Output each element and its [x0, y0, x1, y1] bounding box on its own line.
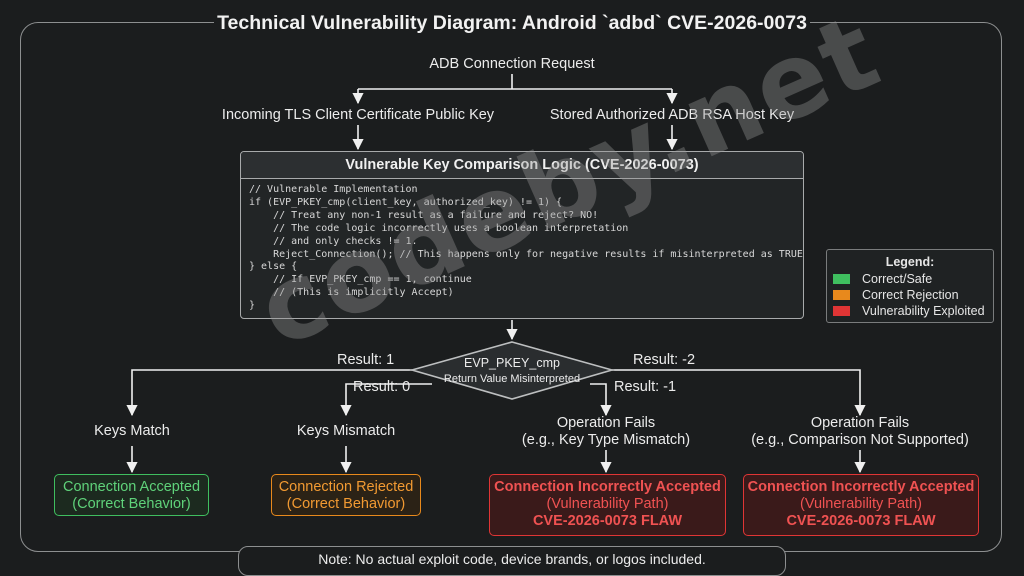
decision-line-1: EVP_PKEY_cmp	[464, 356, 560, 370]
operation-fails-2-title: Operation Fails	[810, 415, 910, 431]
diagram-title: Technical Vulnerability Diagram: Android…	[214, 8, 810, 38]
operation-fails-1-detail: (e.g., Key Type Mismatch)	[521, 432, 691, 448]
legend-item-rejection: Correct Rejection	[833, 287, 993, 303]
outcome-flaw-1-title: Connection Incorrectly Accepted	[494, 479, 721, 495]
legend-swatch-green	[833, 274, 850, 284]
outcome-flaw-2-title: Connection Incorrectly Accepted	[747, 479, 975, 495]
legend-label: Correct Rejection	[862, 288, 959, 302]
code-line: // Vulnerable Implementation	[249, 184, 418, 195]
outcome-flaw-1-path: (Vulnerability Path)	[546, 496, 669, 512]
outcome-accepted-title: Connection Accepted	[62, 479, 201, 495]
host-key-label: Stored Authorized ADB RSA Host Key	[549, 107, 795, 123]
decision-diamond	[409, 341, 615, 400]
vulnerable-logic-box: Vulnerable Key Comparison Logic (CVE-202…	[240, 151, 804, 319]
outcome-flaw-box-1: Connection Incorrectly Accepted (Vulnera…	[489, 474, 726, 536]
branch-result-0	[340, 383, 432, 417]
legend-item-safe: Correct/Safe	[833, 271, 993, 287]
operation-fails-1: Operation Fails (e.g., Key Type Mismatch…	[486, 415, 726, 449]
code-line: // If EVP_PKEY_cmp == 1, continue	[249, 274, 472, 286]
code-box-heading: Vulnerable Key Comparison Logic (CVE-202…	[241, 152, 803, 179]
result-minus2-label: Result: -2	[633, 352, 696, 368]
outcome-rejected-box: Connection Rejected (Correct Behavior)	[271, 474, 421, 516]
outcome-rejected-note: (Correct Behavior)	[286, 496, 406, 512]
code-line: if (EVP_PKEY_cmp(client_key, authorized_…	[249, 196, 563, 208]
branch-result-minus2	[612, 369, 866, 417]
branch-result-1	[126, 369, 412, 417]
connection-request-label: ADB Connection Request	[429, 56, 595, 72]
legend-title: Legend:	[885, 255, 935, 269]
client-key-label: Incoming TLS Client Certificate Public K…	[221, 107, 495, 123]
operation-fails-2: Operation Fails (e.g., Comparison Not Su…	[730, 415, 990, 449]
result-minus1-label: Result: -1	[614, 379, 677, 395]
code-line: // and only checks != 1.	[249, 235, 418, 247]
result-0-label: Result: 0	[353, 379, 411, 395]
outcome-flaw-2-path: (Vulnerability Path)	[800, 496, 922, 512]
operation-fails-2-detail: (e.g., Comparison Not Supported)	[751, 432, 969, 448]
code-line: }	[249, 300, 256, 312]
footer-note: Note: No actual exploit code, device bra…	[238, 546, 786, 576]
outcome-accepted-note: (Correct Behavior)	[72, 496, 191, 512]
outcome-flaw-2-cve: CVE-2026-0073 FLAW	[786, 513, 936, 529]
operation-fails-1-title: Operation Fails	[556, 415, 656, 431]
keys-mismatch-label: Keys Mismatch	[296, 423, 396, 439]
outcome-flaw-1-cve: CVE-2026-0073 FLAW	[532, 513, 683, 529]
code-line: // (This is implicitly Accept)	[249, 287, 454, 299]
legend: Legend: Correct/Safe Correct Rejection V…	[826, 249, 994, 323]
keys-match-label: Keys Match	[94, 423, 170, 439]
code-line: // The code logic incorrectly uses a boo…	[249, 222, 629, 234]
legend-item-exploited: Vulnerability Exploited	[833, 303, 993, 319]
legend-label: Vulnerability Exploited	[862, 304, 985, 318]
outcome-accepted-box: Connection Accepted (Correct Behavior)	[54, 474, 209, 516]
legend-swatch-red	[833, 306, 850, 316]
outcome-rejected-title: Connection Rejected	[278, 479, 414, 495]
branch-result-minus1	[590, 383, 612, 417]
legend-label: Correct/Safe	[862, 272, 933, 286]
decision-line-2: Return Value Misinterpreted	[444, 373, 580, 385]
legend-swatch-orange	[833, 290, 850, 300]
code-line: Reject_Connection(); // This happens onl…	[249, 248, 803, 260]
code-line: } else {	[249, 261, 298, 273]
result-1-label: Result: 1	[337, 352, 395, 368]
outcome-flaw-box-2: Connection Incorrectly Accepted (Vulnera…	[743, 474, 979, 536]
code-line: // Treat any non-1 result as a failure a…	[249, 209, 599, 221]
